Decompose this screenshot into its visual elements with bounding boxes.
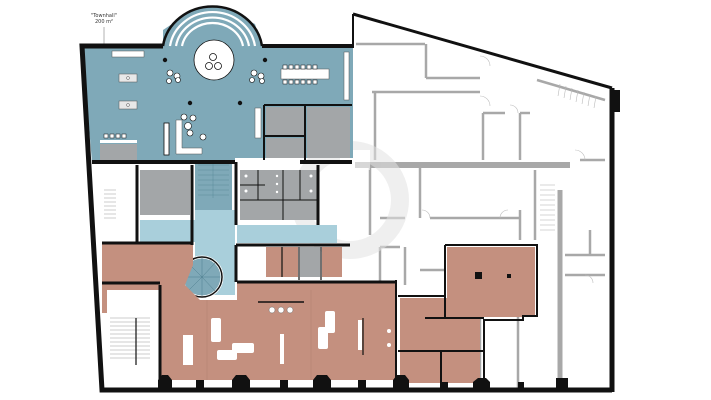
outer-walls xyxy=(79,12,620,393)
townhall-name: "Townhall" xyxy=(90,13,118,19)
service-rooms-top xyxy=(263,104,352,160)
facade-piers xyxy=(158,375,568,390)
central-core xyxy=(102,160,342,299)
inactive-wing xyxy=(353,14,612,392)
stairwell-south xyxy=(107,290,157,380)
townhall-label: "Townhall" 200 m² xyxy=(84,13,124,25)
townhall-area: 200 m² xyxy=(94,19,113,25)
